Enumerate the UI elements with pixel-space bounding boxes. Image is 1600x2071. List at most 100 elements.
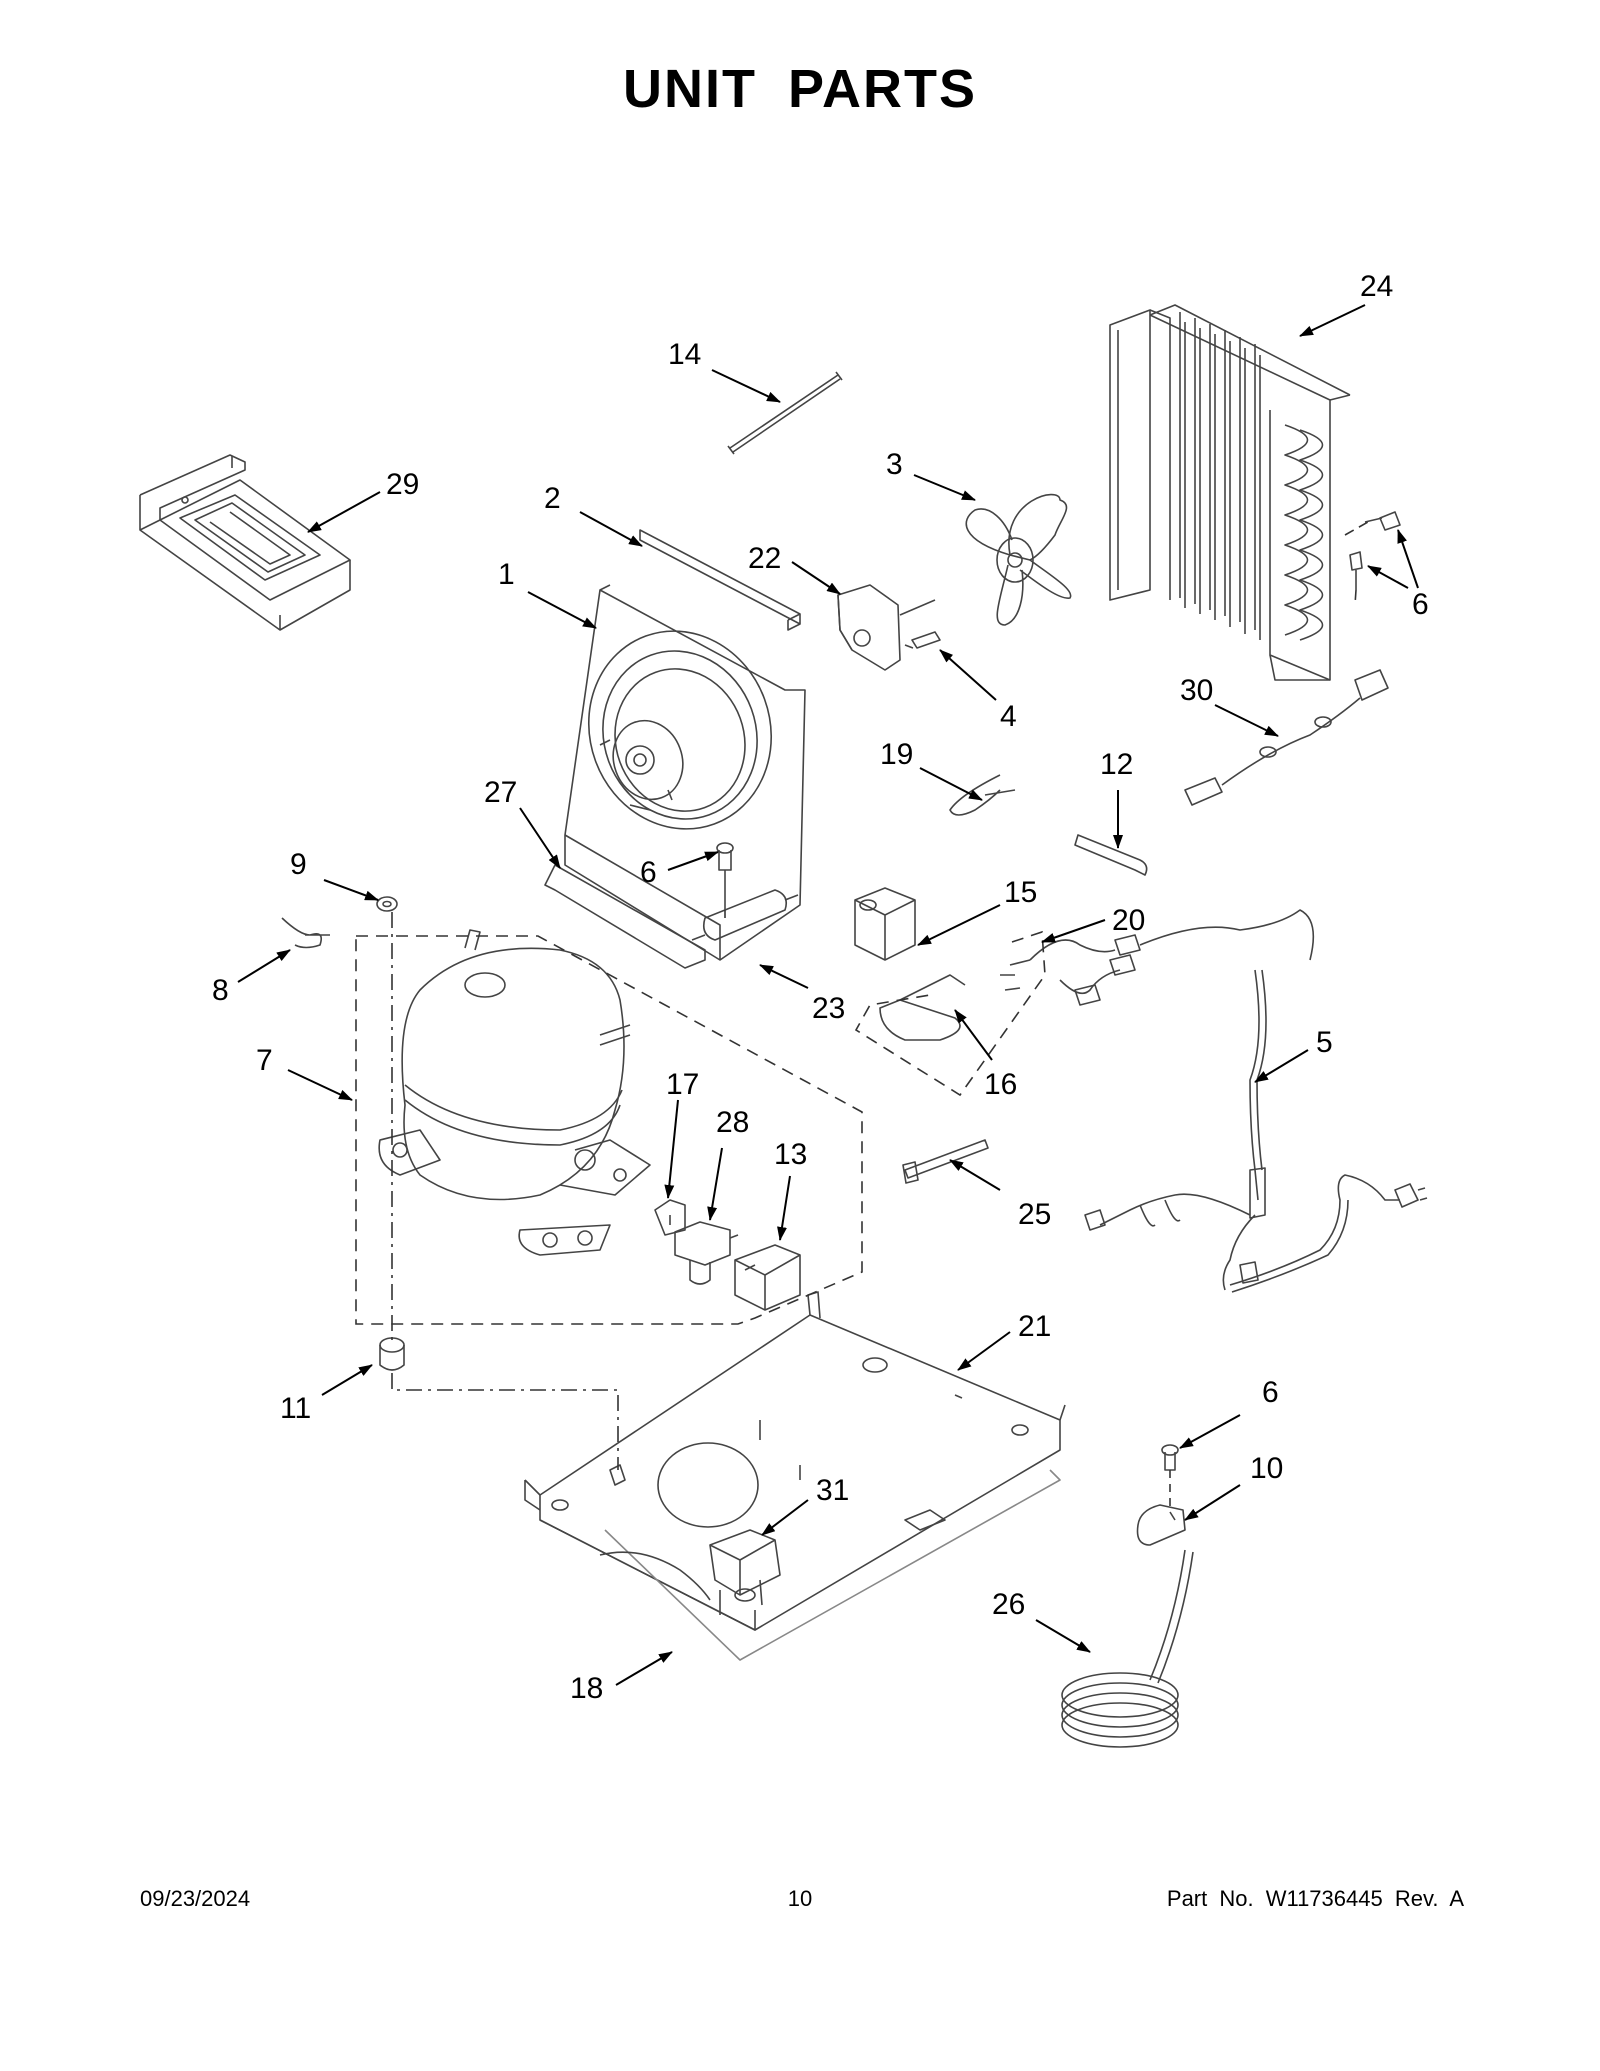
leader-31 xyxy=(761,1499,809,1536)
callout-31: 31 xyxy=(816,1474,849,1507)
leader-23 xyxy=(759,964,809,989)
footer-page-number: 10 xyxy=(787,1886,813,1911)
clip-drawing xyxy=(654,1199,686,1236)
condenser-drawing xyxy=(1109,304,1351,681)
callout-6-lower: 6 xyxy=(1262,1376,1279,1409)
footer-date: 09/23/2024 xyxy=(140,1886,251,1911)
callout-24: 24 xyxy=(1360,270,1393,303)
screw-drawing xyxy=(1364,511,1401,531)
callout-15: 15 xyxy=(1004,876,1037,909)
leader-10 xyxy=(1184,1484,1241,1521)
callout-2: 2 xyxy=(544,482,561,515)
leader-29 xyxy=(307,491,381,533)
leader-14 xyxy=(711,369,781,403)
leader-11 xyxy=(321,1364,373,1396)
bracket-drawing xyxy=(879,974,966,1041)
capacitor-drawing xyxy=(599,1529,781,1615)
cable-tie-drawing xyxy=(902,1139,989,1184)
callout-6-upper: 6 xyxy=(1412,588,1429,621)
callout-11: 11 xyxy=(280,1392,311,1425)
leader-30 xyxy=(1214,704,1279,737)
drain-pan-drawing xyxy=(139,454,351,631)
leader-8 xyxy=(237,949,291,983)
callout-7: 7 xyxy=(256,1044,273,1077)
leader-6-lower xyxy=(1179,1414,1241,1449)
leader-1 xyxy=(527,591,597,629)
clip-drawing xyxy=(949,774,1016,816)
screw-drawing xyxy=(1349,551,1363,590)
tie-drawing xyxy=(727,371,843,455)
leader-15 xyxy=(917,904,1001,946)
insulation-drawing xyxy=(604,1469,1061,1661)
callout-27: 27 xyxy=(484,776,517,809)
callout-5: 5 xyxy=(1316,1026,1333,1059)
leader-2 xyxy=(579,511,643,547)
leader-17 xyxy=(664,1099,679,1199)
leader-20 xyxy=(1041,919,1106,943)
drier-drawing xyxy=(691,889,799,941)
fan-blade-drawing xyxy=(965,493,1072,626)
leader-5 xyxy=(1254,1049,1309,1083)
guide-line xyxy=(1344,521,1369,606)
leader-18 xyxy=(615,1651,673,1686)
callout-28: 28 xyxy=(716,1106,749,1139)
relay-drawing xyxy=(854,887,916,961)
callout-20: 20 xyxy=(1112,904,1145,937)
screw-drawing xyxy=(716,842,734,910)
callout-3: 3 xyxy=(886,448,903,481)
leader-25 xyxy=(949,1159,1001,1191)
callout-26: 26 xyxy=(992,1588,1025,1621)
leader-16 xyxy=(954,1009,993,1061)
compressor-assembly-group-outline xyxy=(355,935,863,1325)
wire-harness-drawing xyxy=(1000,909,1315,1006)
callout-9: 9 xyxy=(290,848,307,881)
leader-28 xyxy=(707,1147,723,1221)
base-plate-drawing xyxy=(524,1291,1066,1631)
compressor-drawing xyxy=(378,929,651,1256)
callout-18: 18 xyxy=(570,1672,603,1705)
callout-10: 10 xyxy=(1250,1452,1283,1485)
grommet-drawing xyxy=(379,1337,405,1371)
cover-drawing xyxy=(734,1244,801,1311)
start-device-drawing xyxy=(674,1221,739,1285)
leader-26 xyxy=(1035,1619,1091,1653)
callout-17: 17 xyxy=(666,1068,699,1101)
callout-29: 29 xyxy=(386,468,419,501)
leader-27 xyxy=(519,807,561,869)
fan-motor-drawing xyxy=(837,584,936,671)
sensor-harness-drawing xyxy=(1184,669,1389,806)
leader-3 xyxy=(913,474,976,501)
leader-6-upper xyxy=(1397,529,1419,589)
leader-4 xyxy=(939,649,997,701)
screw-drawing xyxy=(1161,1444,1179,1471)
fan-shroud-drawing xyxy=(564,584,806,961)
tube-drawing xyxy=(1074,834,1148,876)
leader-21 xyxy=(957,1331,1011,1371)
callout-1: 1 xyxy=(498,558,515,591)
callout-25: 25 xyxy=(1018,1198,1051,1231)
guide-line xyxy=(391,1373,619,1470)
washer-drawing xyxy=(376,896,398,912)
callout-19: 19 xyxy=(880,738,913,771)
clamp-drawing xyxy=(1136,1504,1186,1546)
leader-19 xyxy=(919,767,983,801)
callout-14: 14 xyxy=(668,338,701,371)
footer-part-number: Part No. W11736445 Rev. A xyxy=(1166,1886,1464,1911)
callout-16: 16 xyxy=(984,1068,1017,1101)
screw-drawing xyxy=(904,631,941,649)
leader-6-shroud xyxy=(667,851,719,871)
callout-4: 4 xyxy=(1000,700,1017,733)
leader-22 xyxy=(791,561,841,595)
leader-13 xyxy=(777,1175,791,1241)
power-cord-harness-drawing xyxy=(1084,969,1428,1293)
callout-23: 23 xyxy=(812,992,845,1025)
leader-6-mid xyxy=(1367,565,1409,589)
callout-13: 13 xyxy=(774,1138,807,1171)
page-title: UNIT PARTS xyxy=(623,59,977,119)
wire-harness-group-outline xyxy=(854,930,1046,1097)
callout-8: 8 xyxy=(212,974,229,1007)
gasket-drawing xyxy=(544,864,706,969)
clip-drawing xyxy=(281,917,330,949)
tubing-drawing xyxy=(1061,1549,1194,1748)
